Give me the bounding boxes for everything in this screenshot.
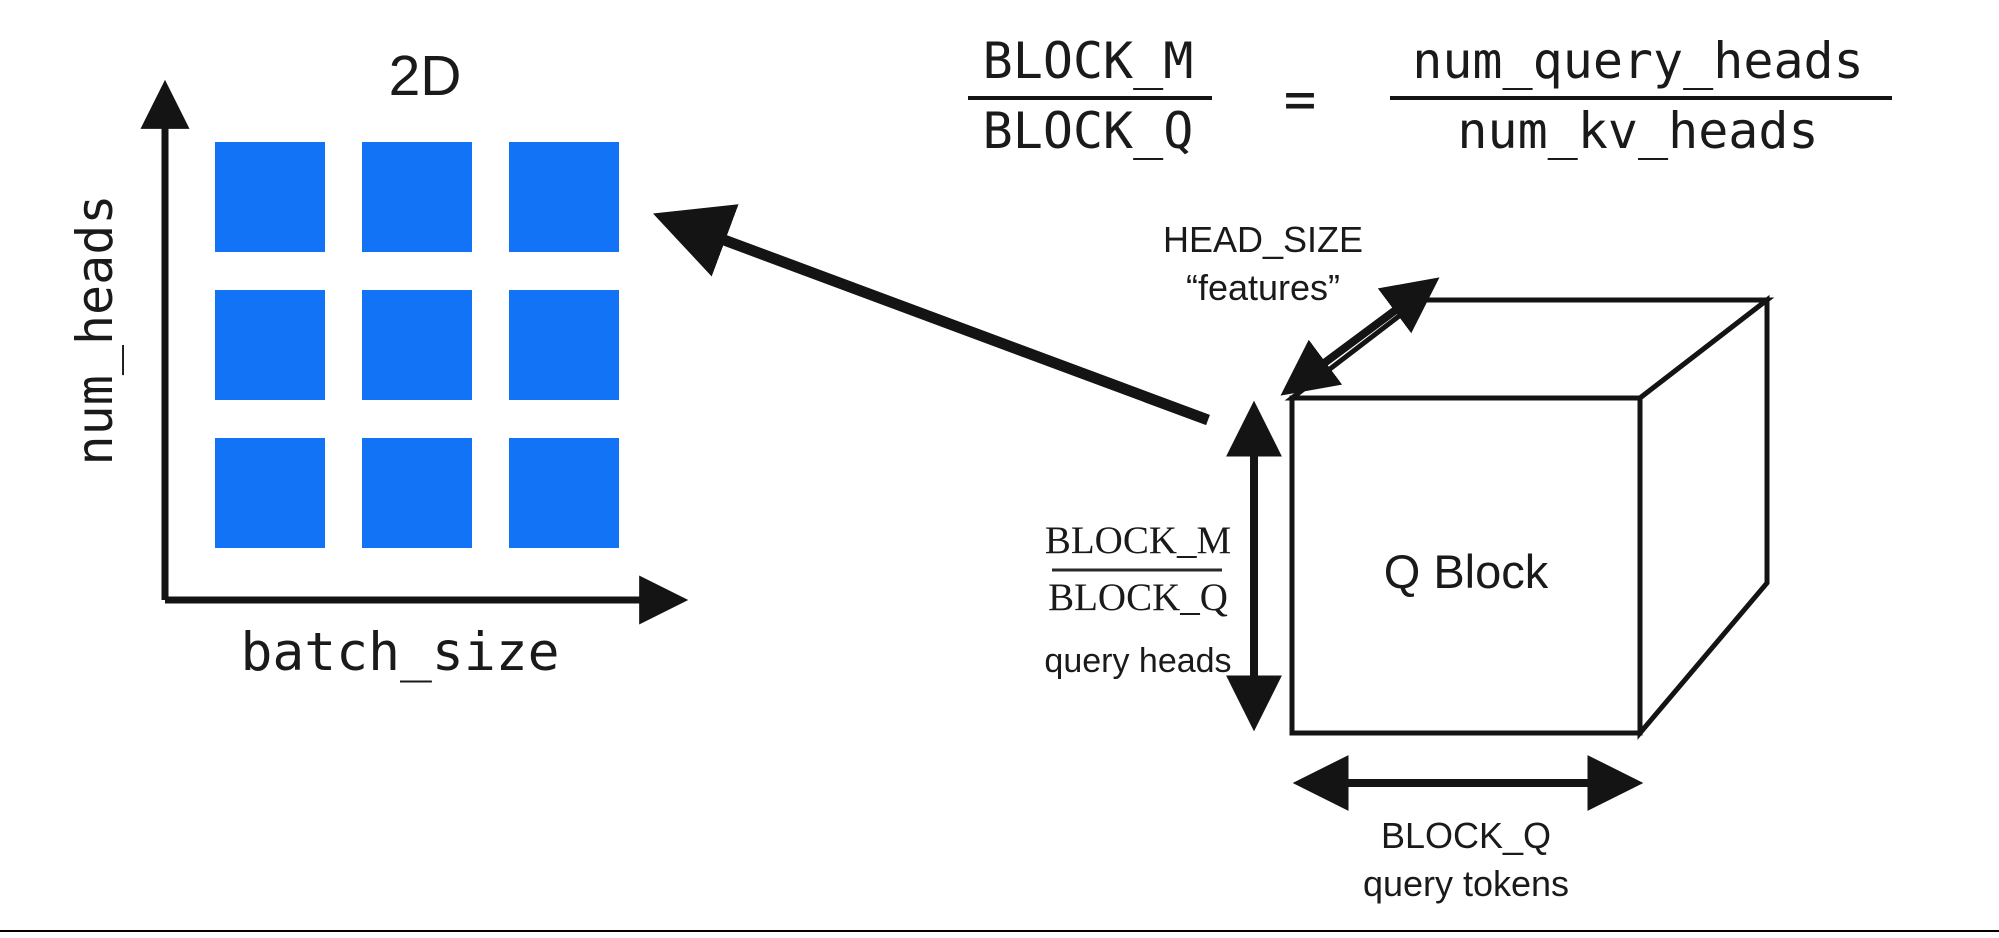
grid-cell — [215, 438, 325, 548]
cube-front-face — [1289, 395, 1643, 736]
grid-cell — [509, 290, 619, 400]
grid-title: 2D — [389, 44, 462, 108]
equation-operator: = — [1284, 68, 1317, 131]
equation-right-numerator: num_query_heads — [1412, 32, 1864, 90]
grid-cell — [362, 290, 472, 400]
x-axis-label: batch_size — [240, 622, 559, 683]
features-label: “features” — [1186, 267, 1340, 308]
equation-right-denominator: num_kv_heads — [1457, 102, 1818, 160]
grid-cell — [362, 142, 472, 252]
grid-panel: 2D num_heads batch_size — [66, 44, 689, 683]
cube-face-label: Q Block — [1384, 545, 1549, 598]
y-axis-label: num_heads — [66, 195, 124, 466]
cube-height-denominator: BLOCK_Q — [1048, 576, 1228, 619]
cube-height-numerator: BLOCK_M — [1045, 519, 1231, 562]
cube-width-caption: query tokens — [1363, 863, 1569, 904]
grid-cells — [215, 142, 619, 548]
head-size-label: HEAD_SIZE — [1163, 219, 1363, 260]
head-size-arrow — [1280, 277, 1440, 396]
grid-cell — [509, 142, 619, 252]
grid-cell — [215, 142, 325, 252]
cube-height-caption: query heads — [1044, 642, 1231, 680]
grid-cell — [362, 438, 472, 548]
cube-figure: Q Block HEAD_SIZE “features” BLOCK_M BLO… — [1044, 219, 1775, 904]
grid-cell — [215, 290, 325, 400]
grid-cell — [509, 438, 619, 548]
equation-left-numerator: BLOCK_M — [983, 32, 1194, 90]
cube-width-label: BLOCK_Q — [1381, 815, 1551, 856]
equation-left-denominator: BLOCK_Q — [983, 102, 1194, 160]
equation: BLOCK_M BLOCK_Q = num_query_heads num_kv… — [968, 32, 1892, 160]
cube-to-grid-arrow — [652, 204, 1210, 426]
